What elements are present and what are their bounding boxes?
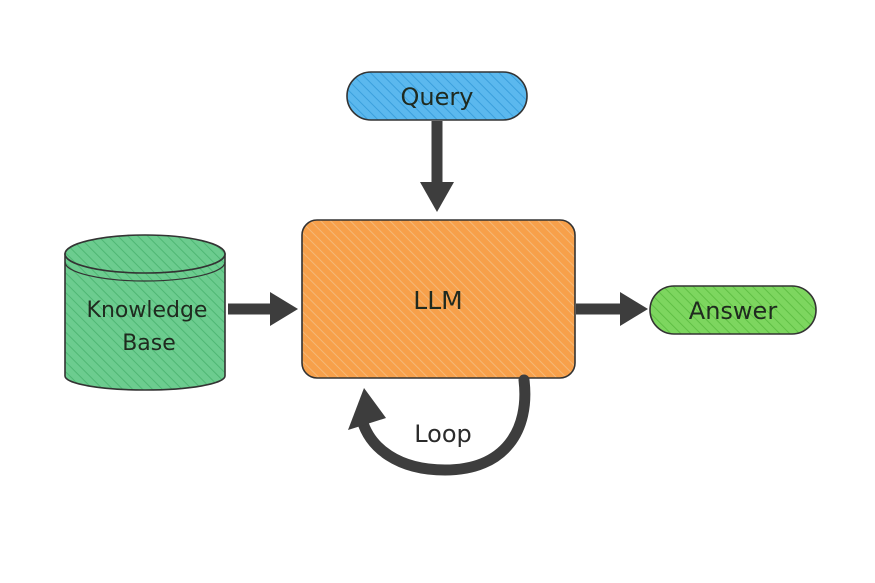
answer-label: Answer bbox=[689, 297, 778, 325]
llm-node: LLM bbox=[301, 219, 576, 379]
knowledge-base-body bbox=[64, 253, 226, 391]
answer-node-box bbox=[649, 285, 817, 335]
loop-arrow: Loop bbox=[348, 374, 531, 476]
query-node-box bbox=[346, 71, 528, 121]
arrow-knowledge-base-to-llm bbox=[228, 292, 298, 326]
knowledge-base-label-line1: Knowledge bbox=[87, 298, 208, 323]
knowledge-base-node: Knowledge Base bbox=[64, 234, 226, 391]
llm-node-box bbox=[301, 219, 576, 379]
answer-node: Answer bbox=[649, 285, 817, 335]
query-node: Query bbox=[346, 71, 528, 121]
loop-label: Loop bbox=[414, 420, 472, 448]
arrow-query-to-llm bbox=[420, 121, 454, 212]
arrow-llm-to-answer bbox=[576, 292, 648, 326]
knowledge-base-label-line2: Base bbox=[122, 331, 176, 356]
llm-label: LLM bbox=[413, 286, 462, 315]
knowledge-base-top bbox=[64, 234, 226, 274]
query-label: Query bbox=[401, 83, 474, 111]
